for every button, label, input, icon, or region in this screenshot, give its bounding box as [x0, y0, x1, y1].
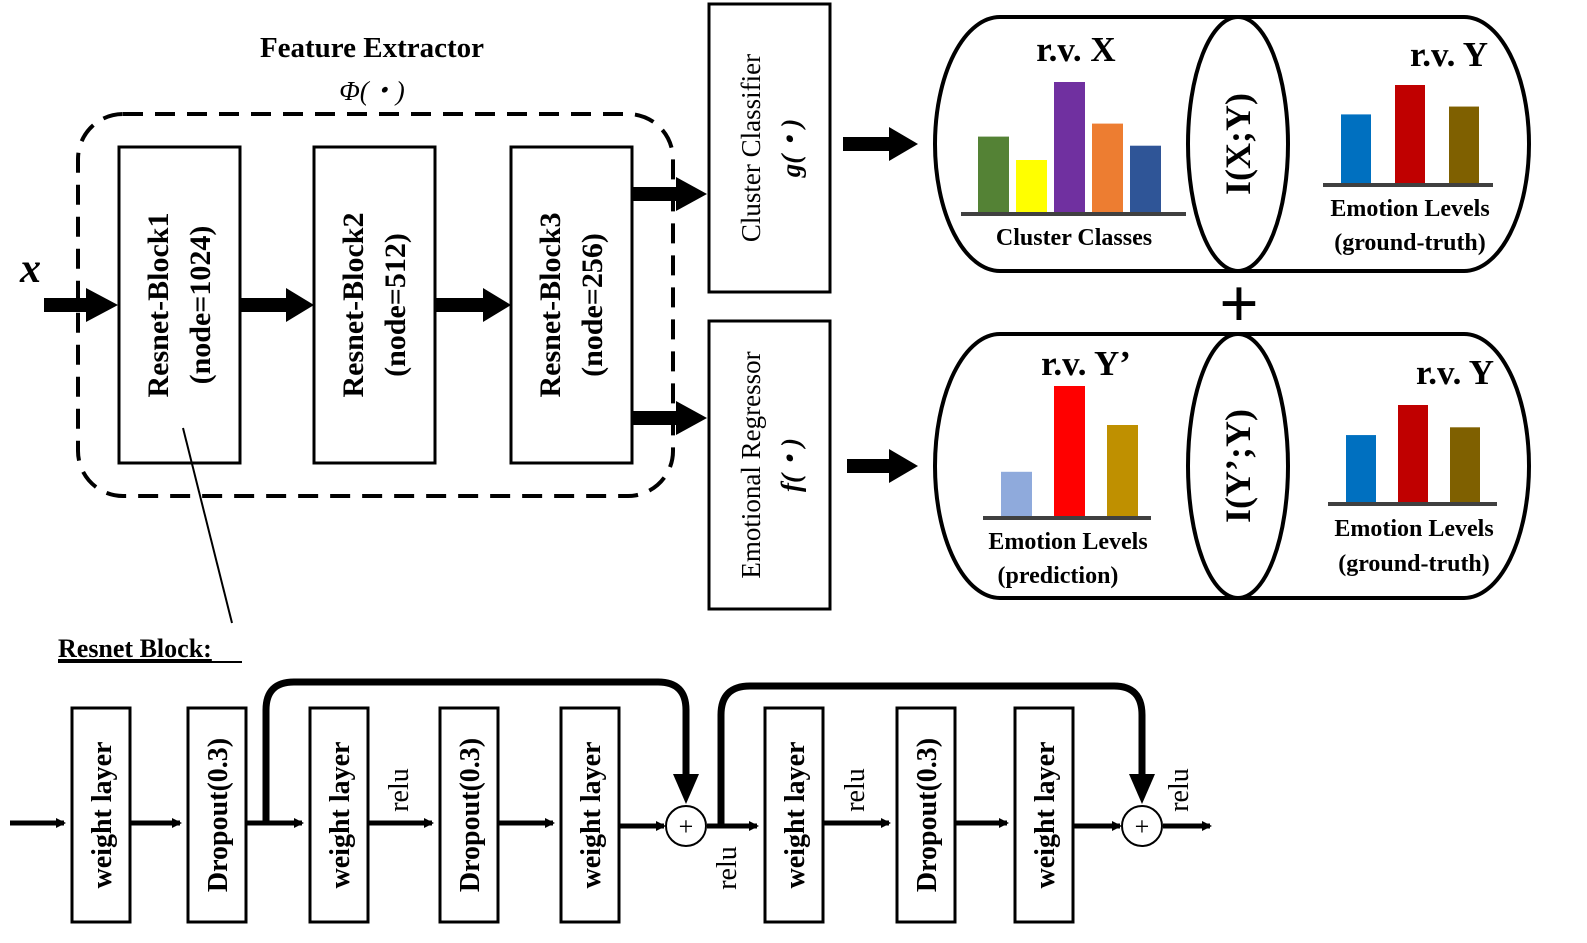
- block-detail-connector: [182, 427, 233, 624]
- bottom-left-caption-1: Emotion Levels: [988, 529, 1147, 555]
- top-left-bar-chart: [978, 82, 1161, 212]
- bottom-right-bar-2: [1398, 405, 1428, 502]
- relu-label-3: relu: [840, 768, 871, 812]
- emotional-regressor-box: Emotional Regressor f(・): [707, 319, 832, 611]
- resnet-block-1: Resnet-Block1 (node=1024): [117, 145, 242, 465]
- detail-layer-8: weight layer: [1013, 706, 1075, 924]
- top-cylinder: I(X;Y) r.v. X r.v. Y Cluster Classes Emo…: [933, 15, 1531, 273]
- detail-layer-2-label: Dropout(0.3): [203, 738, 234, 892]
- sum-node-1: +: [665, 805, 707, 847]
- feature-extractor-symbol: Φ(・): [339, 76, 405, 106]
- top-left-bar-2: [1016, 160, 1047, 212]
- feature-extractor-boundary: [76, 112, 675, 498]
- emotional-regressor-symbol: f(・): [776, 438, 806, 492]
- block3-to-regressor-arrow: [632, 401, 707, 435]
- top-right-bar-chart: [1341, 85, 1479, 183]
- top-right-title: r.v. Y: [1410, 35, 1488, 74]
- top-right-caption-2: (ground-truth): [1334, 230, 1486, 256]
- top-left-bar-3: [1054, 82, 1085, 212]
- top-right-bar-2: [1395, 85, 1425, 183]
- top-right-bar-1: [1341, 114, 1371, 183]
- detail-layer-5: weight layer: [559, 706, 621, 924]
- bottom-left-bar-2: [1054, 386, 1085, 516]
- relu-label-4: relu: [1164, 768, 1195, 812]
- detail-layer-4-label: Dropout(0.3): [455, 738, 486, 892]
- resnet-block-2-nodes: (node=512): [379, 233, 412, 377]
- detail-layer-8-label: weight layer: [1030, 742, 1061, 889]
- cluster-classifier-label: Cluster Classifier: [736, 54, 766, 242]
- detail-layer-4: Dropout(0.3): [438, 706, 500, 924]
- skip-connection-1-head: [673, 774, 699, 804]
- top-right-bar-3: [1449, 106, 1479, 183]
- sum-node-1-symbol: +: [679, 812, 694, 841]
- detail-flow-arrows: [10, 818, 1212, 831]
- bottom-right-title: r.v. Y: [1416, 353, 1494, 392]
- classifier-to-cylinder-arrow: [843, 127, 918, 161]
- detail-layer-1: weight layer: [70, 706, 132, 924]
- detail-layer-7-label: Dropout(0.3): [912, 738, 943, 892]
- skip-connection-2-head: [1129, 774, 1155, 804]
- bottom-cylinder: I(Y’;Y) r.v. Y’ r.v. Y Emotion Levels (p…: [933, 332, 1531, 600]
- resnet-block-2: Resnet-Block2 (node=512): [312, 145, 437, 465]
- detail-layer-6: weight layer: [763, 706, 825, 924]
- top-left-bar-1: [978, 136, 1009, 212]
- bottom-right-bar-chart: [1346, 405, 1480, 502]
- sum-node-2: +: [1121, 805, 1163, 847]
- bottom-left-bar-3: [1107, 425, 1138, 516]
- cluster-classifier-box: Cluster Classifier g(・): [707, 2, 832, 294]
- block1-to-block2-arrow: [240, 288, 314, 322]
- cluster-classifier-symbol: g(・): [776, 119, 806, 178]
- resnet-block-3: Resnet-Block3 (node=256): [509, 145, 634, 465]
- top-left-caption: Cluster Classes: [996, 225, 1152, 251]
- detail-layer-5-label: weight layer: [576, 742, 607, 889]
- resnet-block-3-nodes: (node=256): [576, 233, 609, 377]
- relu-label-2: relu: [712, 846, 743, 890]
- resnet-detail-heading: Resnet Block:: [58, 634, 212, 663]
- bottom-left-title: r.v. Y’: [1041, 344, 1131, 383]
- relu-label-1: relu: [384, 768, 415, 812]
- block3-to-classifier-arrow: [632, 177, 707, 211]
- skip-connection-2: [717, 682, 1146, 826]
- bottom-right-caption-2: (ground-truth): [1338, 551, 1490, 577]
- bottom-right-bar-1: [1346, 435, 1376, 502]
- input-arrow: [44, 288, 118, 322]
- top-right-caption-1: Emotion Levels: [1330, 196, 1489, 222]
- detail-layer-7: Dropout(0.3): [895, 706, 957, 924]
- bottom-right-caption-1: Emotion Levels: [1334, 516, 1493, 542]
- detail-layer-3-label: weight layer: [325, 742, 356, 889]
- bottom-right-bar-3: [1450, 427, 1480, 502]
- top-left-bar-5: [1130, 145, 1161, 212]
- skip-connection-1: [262, 678, 690, 823]
- sum-node-2-symbol: +: [1135, 812, 1150, 841]
- plus-sign: +: [1219, 266, 1259, 343]
- detail-layer-3: weight layer: [308, 706, 370, 924]
- regressor-to-cylinder-arrow: [847, 449, 918, 483]
- bottom-left-bar-chart: [1001, 386, 1138, 516]
- resnet-block-1-nodes: (node=1024): [184, 226, 217, 385]
- resnet-block-3-name: Resnet-Block3: [534, 213, 567, 398]
- detail-layer-1-label: weight layer: [87, 742, 118, 889]
- top-left-title: r.v. X: [1036, 30, 1115, 69]
- detail-layer-2: Dropout(0.3): [186, 706, 248, 924]
- top-mi-label: I(X;Y): [1218, 93, 1258, 195]
- feature-extractor-title: Feature Extractor: [260, 32, 484, 64]
- bottom-mi-label: I(Y’;Y): [1218, 409, 1258, 523]
- resnet-block-2-name: Resnet-Block2: [337, 213, 370, 398]
- input-vector-label: x⃗: [19, 246, 74, 292]
- emotional-regressor-label: Emotional Regressor: [736, 351, 766, 578]
- block2-to-block3-arrow: [435, 288, 511, 322]
- top-left-bar-4: [1092, 123, 1123, 212]
- bottom-left-caption-2: (prediction): [998, 563, 1119, 589]
- bottom-left-bar-1: [1001, 471, 1032, 516]
- detail-layer-6-label: weight layer: [780, 742, 811, 889]
- resnet-block-1-name: Resnet-Block1: [142, 213, 175, 398]
